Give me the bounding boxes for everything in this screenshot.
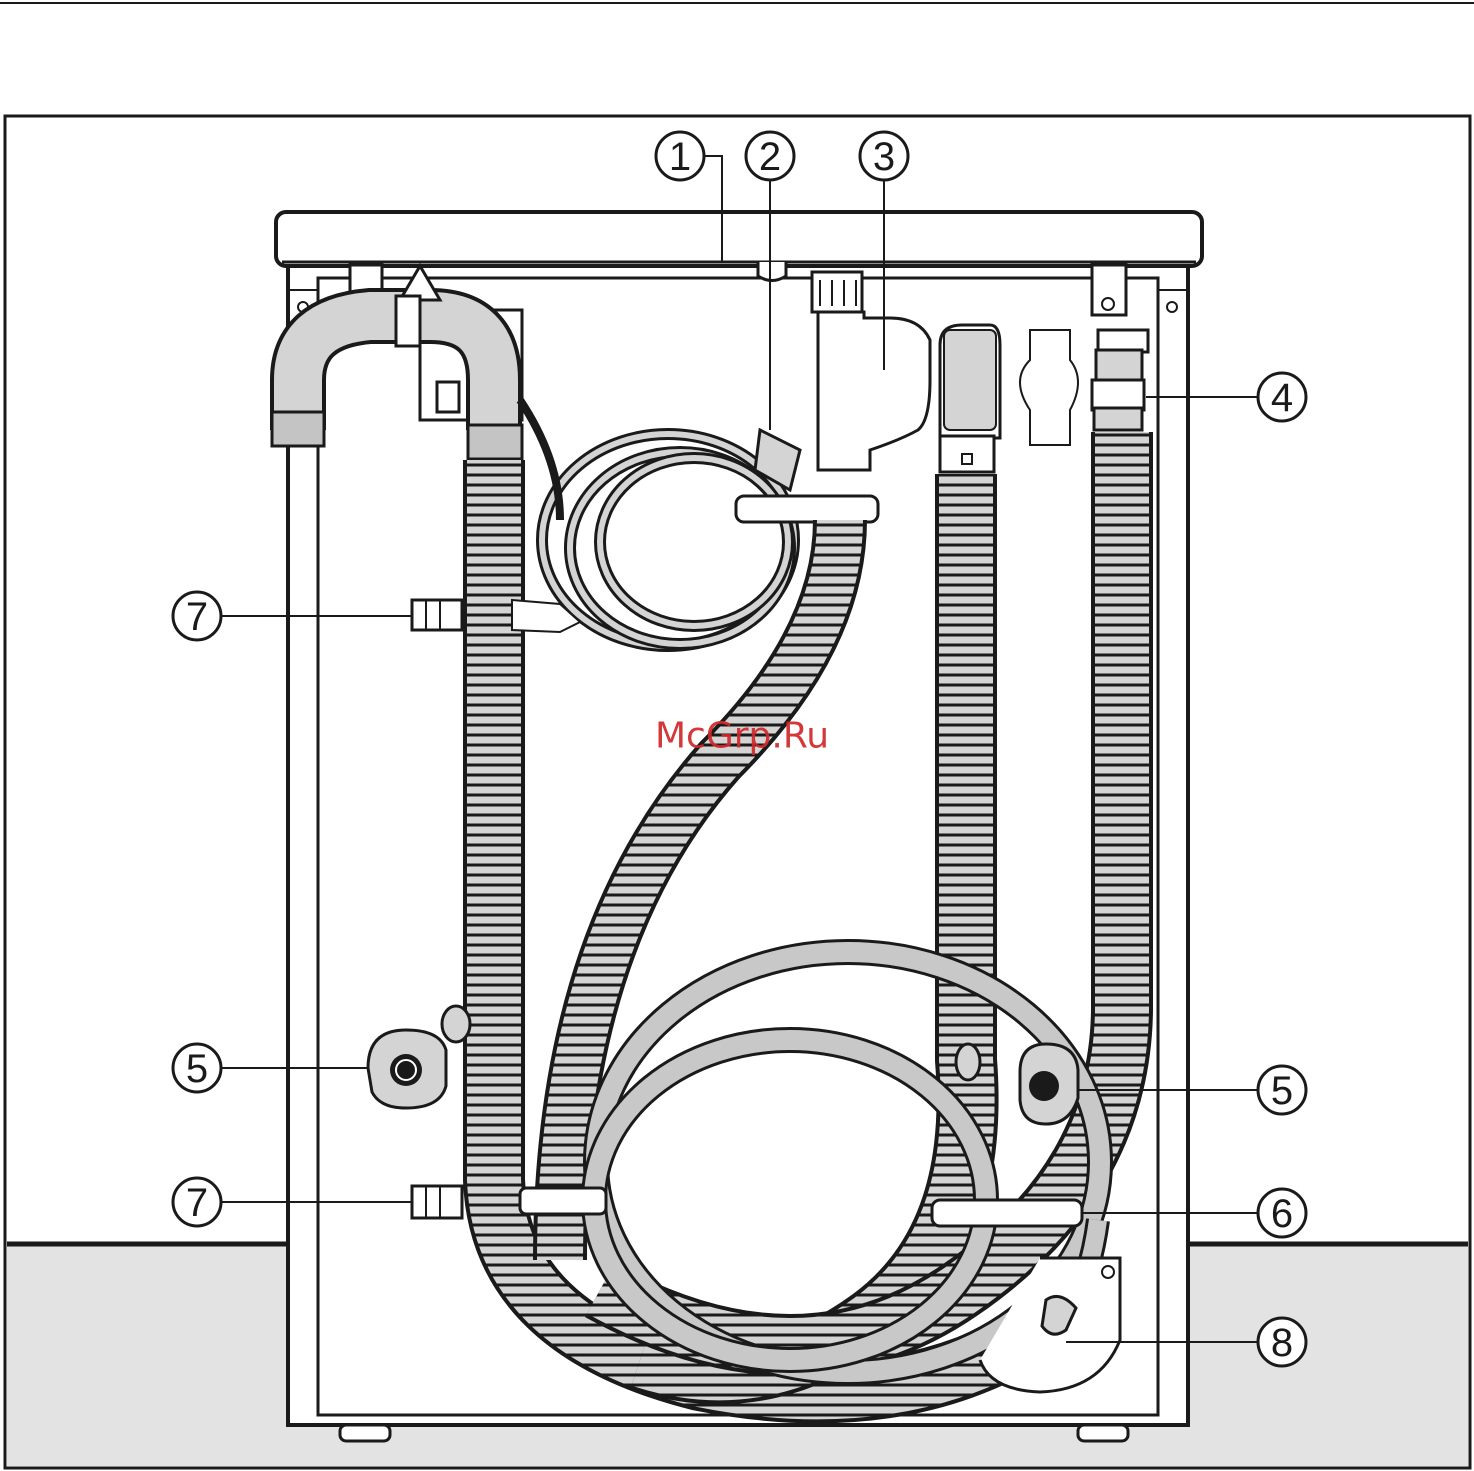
hose-connector-4 bbox=[1090, 328, 1150, 432]
inlet-valve bbox=[734, 270, 932, 524]
leader-line-1 bbox=[704, 155, 723, 262]
machine-feet bbox=[338, 1423, 1130, 1443]
callout-5-left: 5 bbox=[171, 1042, 223, 1094]
hose-clamps bbox=[518, 1186, 1084, 1228]
callout-3-label: 3 bbox=[873, 135, 895, 179]
callout-5-left-label: 5 bbox=[186, 1047, 208, 1091]
leader-lines bbox=[222, 155, 1258, 1343]
callout-4: 4 bbox=[1256, 371, 1308, 423]
inlet-hose-middle-corrugation bbox=[537, 519, 863, 1261]
callout-6: 6 bbox=[1256, 1187, 1308, 1239]
aquastop-box bbox=[938, 323, 1002, 474]
hose-holder-right bbox=[954, 1042, 1080, 1126]
callout-3: 3 bbox=[858, 130, 910, 182]
callout-7-top: 7 bbox=[171, 590, 223, 642]
watermark-text: McGrp.Ru bbox=[655, 716, 829, 757]
callout-2-label: 2 bbox=[759, 135, 781, 179]
callout-1-label: 1 bbox=[669, 135, 691, 179]
callout-1: 1 bbox=[654, 130, 706, 182]
callout-7-bottom: 7 bbox=[171, 1176, 223, 1228]
callout-5-right-label: 5 bbox=[1271, 1069, 1293, 1113]
callout-7-top-label: 7 bbox=[186, 595, 208, 639]
callout-8-label: 8 bbox=[1271, 1321, 1293, 1365]
drain-hose-loop bbox=[270, 263, 524, 461]
bracket-housing-8 bbox=[978, 1256, 1122, 1394]
callout-8: 8 bbox=[1256, 1316, 1308, 1368]
callout-5-right: 5 bbox=[1256, 1064, 1308, 1116]
worktop bbox=[274, 210, 1204, 268]
callout-2: 2 bbox=[744, 130, 796, 182]
side-pegs bbox=[410, 598, 582, 1220]
power-cable-coil bbox=[516, 397, 802, 652]
callout-7-bottom-label: 7 bbox=[186, 1181, 208, 1225]
callout-6-label: 6 bbox=[1271, 1192, 1293, 1236]
mains-plug bbox=[753, 427, 802, 493]
hose-holder-left bbox=[366, 1004, 472, 1110]
callout-4-label: 4 bbox=[1271, 376, 1293, 420]
dashed-outline bbox=[1019, 329, 1079, 446]
